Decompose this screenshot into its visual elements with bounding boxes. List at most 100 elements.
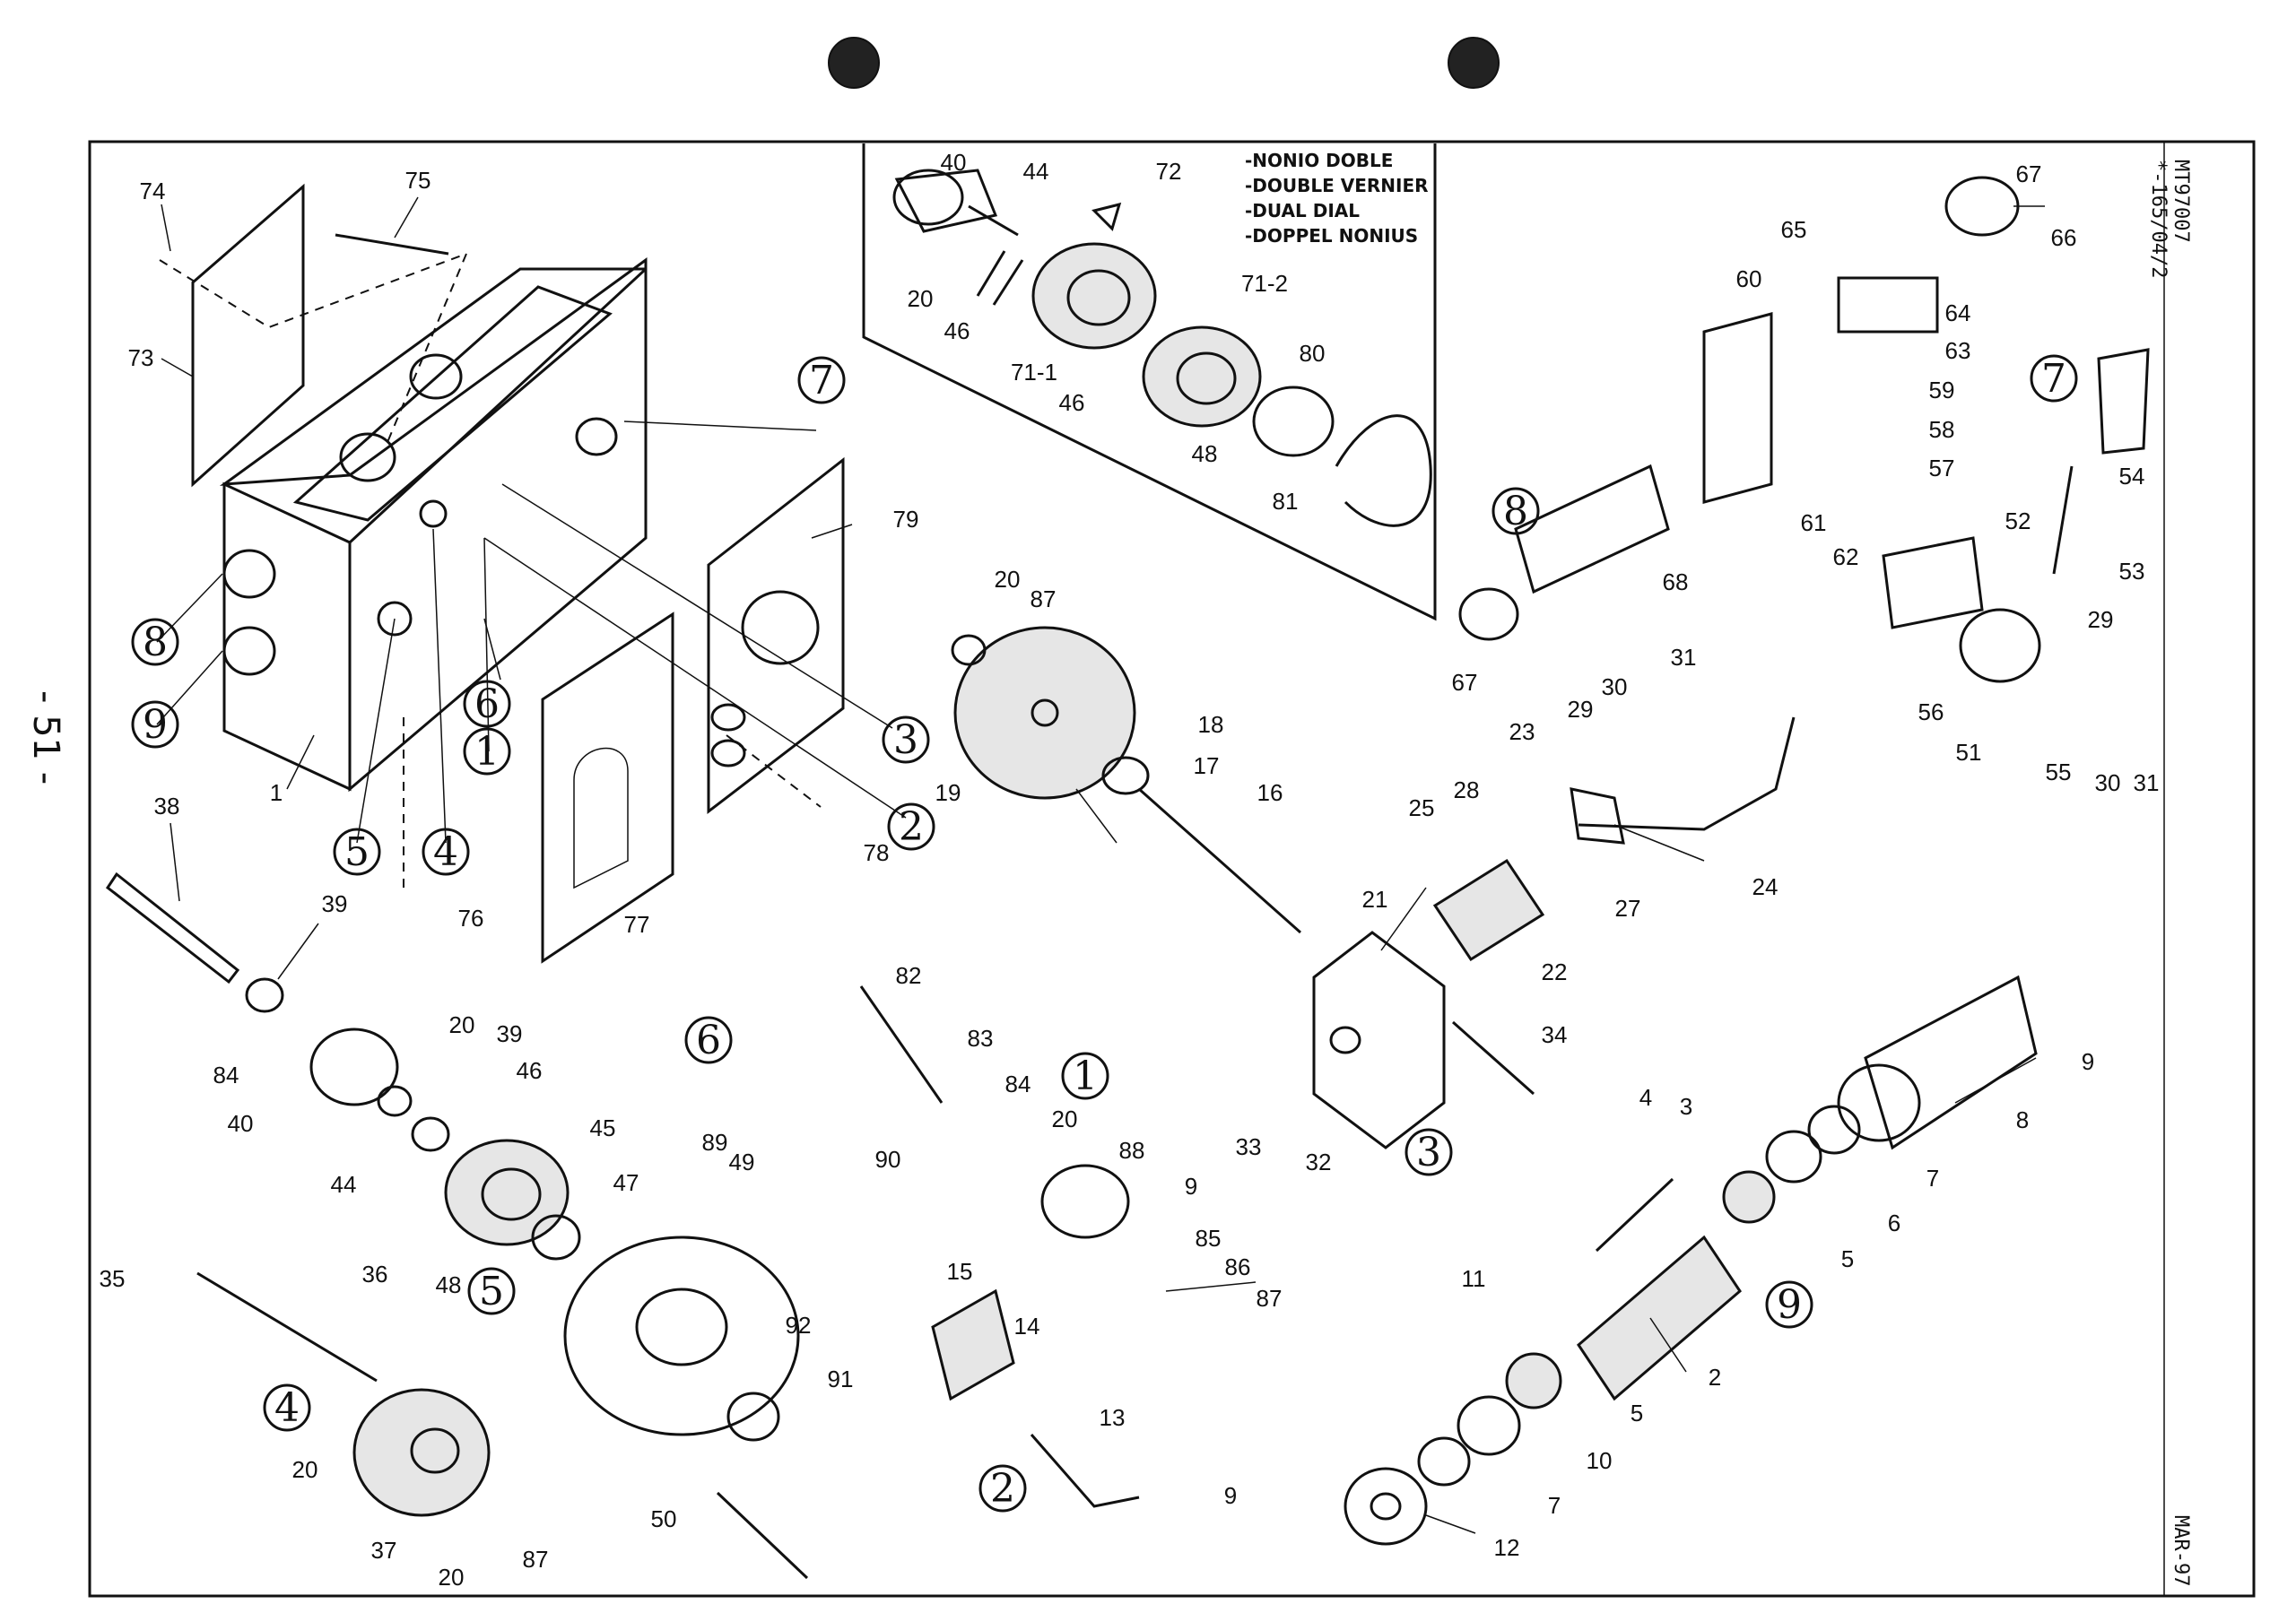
assembly-ref-label: 4 (433, 829, 458, 875)
part-label: 20 (449, 1011, 475, 1038)
block-21-bore (1329, 1026, 1361, 1054)
part-label: 20 (439, 1564, 465, 1591)
legend-line: -DOUBLE VERNIER (1245, 175, 1429, 196)
part-label: 59 (1929, 377, 1955, 403)
part-label: 20 (1052, 1106, 1078, 1132)
gasket-77-cutout (573, 747, 629, 889)
bushing-67 (1944, 176, 2020, 237)
part-label: 29 (2088, 606, 2114, 633)
punch-hole-right (1448, 37, 1500, 89)
part-label: 32 (1306, 1149, 1332, 1175)
part-label: 5 (1841, 1245, 1854, 1272)
assembly-ref-circle (1765, 1280, 1813, 1329)
nut-12 (1344, 1467, 1428, 1546)
ring-6 (1765, 1130, 1822, 1184)
leader (483, 537, 490, 752)
part-label: 84 (1005, 1071, 1031, 1097)
part-label: 66 (2051, 224, 2077, 251)
part-label: 3 (1680, 1093, 1692, 1120)
part-label: 44 (331, 1171, 357, 1198)
assembly-ref-circle (463, 680, 511, 728)
drawing-code: MT97007 (2170, 160, 2192, 243)
part-label: 33 (1236, 1133, 1262, 1160)
part-label: 5 (1631, 1400, 1643, 1427)
leader (161, 204, 171, 252)
stem-53 (2052, 465, 2074, 575)
gear-19-hub (1031, 698, 1059, 727)
bushing-67b (1458, 587, 1519, 641)
part-label: 1 (270, 779, 283, 806)
bore-5 (377, 601, 413, 637)
part-label: 39 (322, 890, 348, 917)
dial-ring-71-1 (1031, 242, 1157, 350)
part-label: 88 (1119, 1137, 1145, 1164)
key-pin-46 (976, 250, 1024, 306)
part-label: 14 (1014, 1313, 1040, 1340)
shaft-13 (1030, 1434, 1140, 1508)
part-label: 20 (908, 285, 934, 312)
part-label: 77 (624, 911, 650, 938)
leader (394, 196, 419, 238)
part-label: 46 (1059, 389, 1085, 416)
part-label: 9 (2082, 1048, 2094, 1075)
part-label: 64 (1945, 299, 1971, 326)
part-label: 81 (1273, 488, 1299, 515)
key-3 (1595, 1177, 1674, 1253)
assembly-ref-circle (131, 618, 179, 666)
part-label: 38 (154, 793, 180, 820)
part-label: 9 (1224, 1482, 1237, 1509)
assembly-ref-label: 2 (899, 804, 924, 850)
assembly-ref-circle (1492, 487, 1540, 535)
sleeve-8-bore (1837, 1063, 1921, 1142)
part-label: 74 (140, 178, 166, 204)
dual-dial-parts (892, 169, 1432, 527)
assembly-ref-circle (131, 700, 179, 749)
part-label: 40 (228, 1110, 254, 1137)
part-label: 50 (651, 1505, 677, 1532)
part-label: 25 (1409, 794, 1435, 821)
dashed-guide-73 (159, 252, 468, 447)
lever-block (1570, 787, 1625, 845)
part-label: 75 (405, 167, 431, 194)
part-label: 20 (995, 566, 1021, 593)
part-number-labels: 74 75 73 40 44 72 20 46 71-1 71-2 46 80 … (100, 149, 2160, 1591)
part-label: 89 (702, 1129, 728, 1156)
part-label: 4 (1639, 1084, 1652, 1111)
part-label: 72 (1156, 158, 1182, 185)
part-label: 17 (1194, 752, 1220, 779)
bearing-20-top (951, 634, 987, 666)
apron-housing (219, 257, 648, 793)
leader (432, 528, 447, 844)
assembly-ref-label: 3 (893, 717, 918, 763)
leader (1613, 824, 1705, 862)
shaft-82 (859, 985, 944, 1104)
bearing-5 (1722, 1170, 1776, 1224)
assembly-ref-label: 8 (1503, 489, 1528, 534)
right-assemblies (1344, 176, 2150, 1546)
part-label: 44 (1023, 158, 1049, 185)
part-label: 92 (786, 1312, 812, 1339)
cover-79-opening (741, 590, 820, 665)
assembly-ref-circle (882, 715, 930, 764)
dual-dial-inset-frame (862, 143, 1437, 621)
part-label: 65 (1781, 216, 1807, 243)
part-label: 22 (1542, 958, 1568, 985)
dial-ring-71-2-bore (1176, 351, 1237, 405)
part-label: 36 (362, 1261, 388, 1288)
cap-51 (1959, 608, 2041, 683)
part-label: 79 (893, 506, 919, 533)
part-label: 67 (2016, 160, 2042, 187)
part-label: 63 (1945, 337, 1971, 364)
part-label: 47 (613, 1169, 639, 1196)
block-21 (1312, 931, 1446, 1149)
dashed-guide-78 (726, 734, 822, 808)
part-label: 56 (1918, 698, 1944, 725)
part-label: 18 (1198, 711, 1224, 738)
assembly-ref-circle (467, 1267, 516, 1315)
part-label: 80 (1300, 340, 1326, 367)
leader (156, 573, 223, 643)
part-label: 20 (292, 1456, 318, 1483)
shaft-38 (105, 872, 240, 984)
assembly-ref-label: 9 (1777, 1282, 1802, 1328)
gear-14 (931, 1288, 1015, 1401)
